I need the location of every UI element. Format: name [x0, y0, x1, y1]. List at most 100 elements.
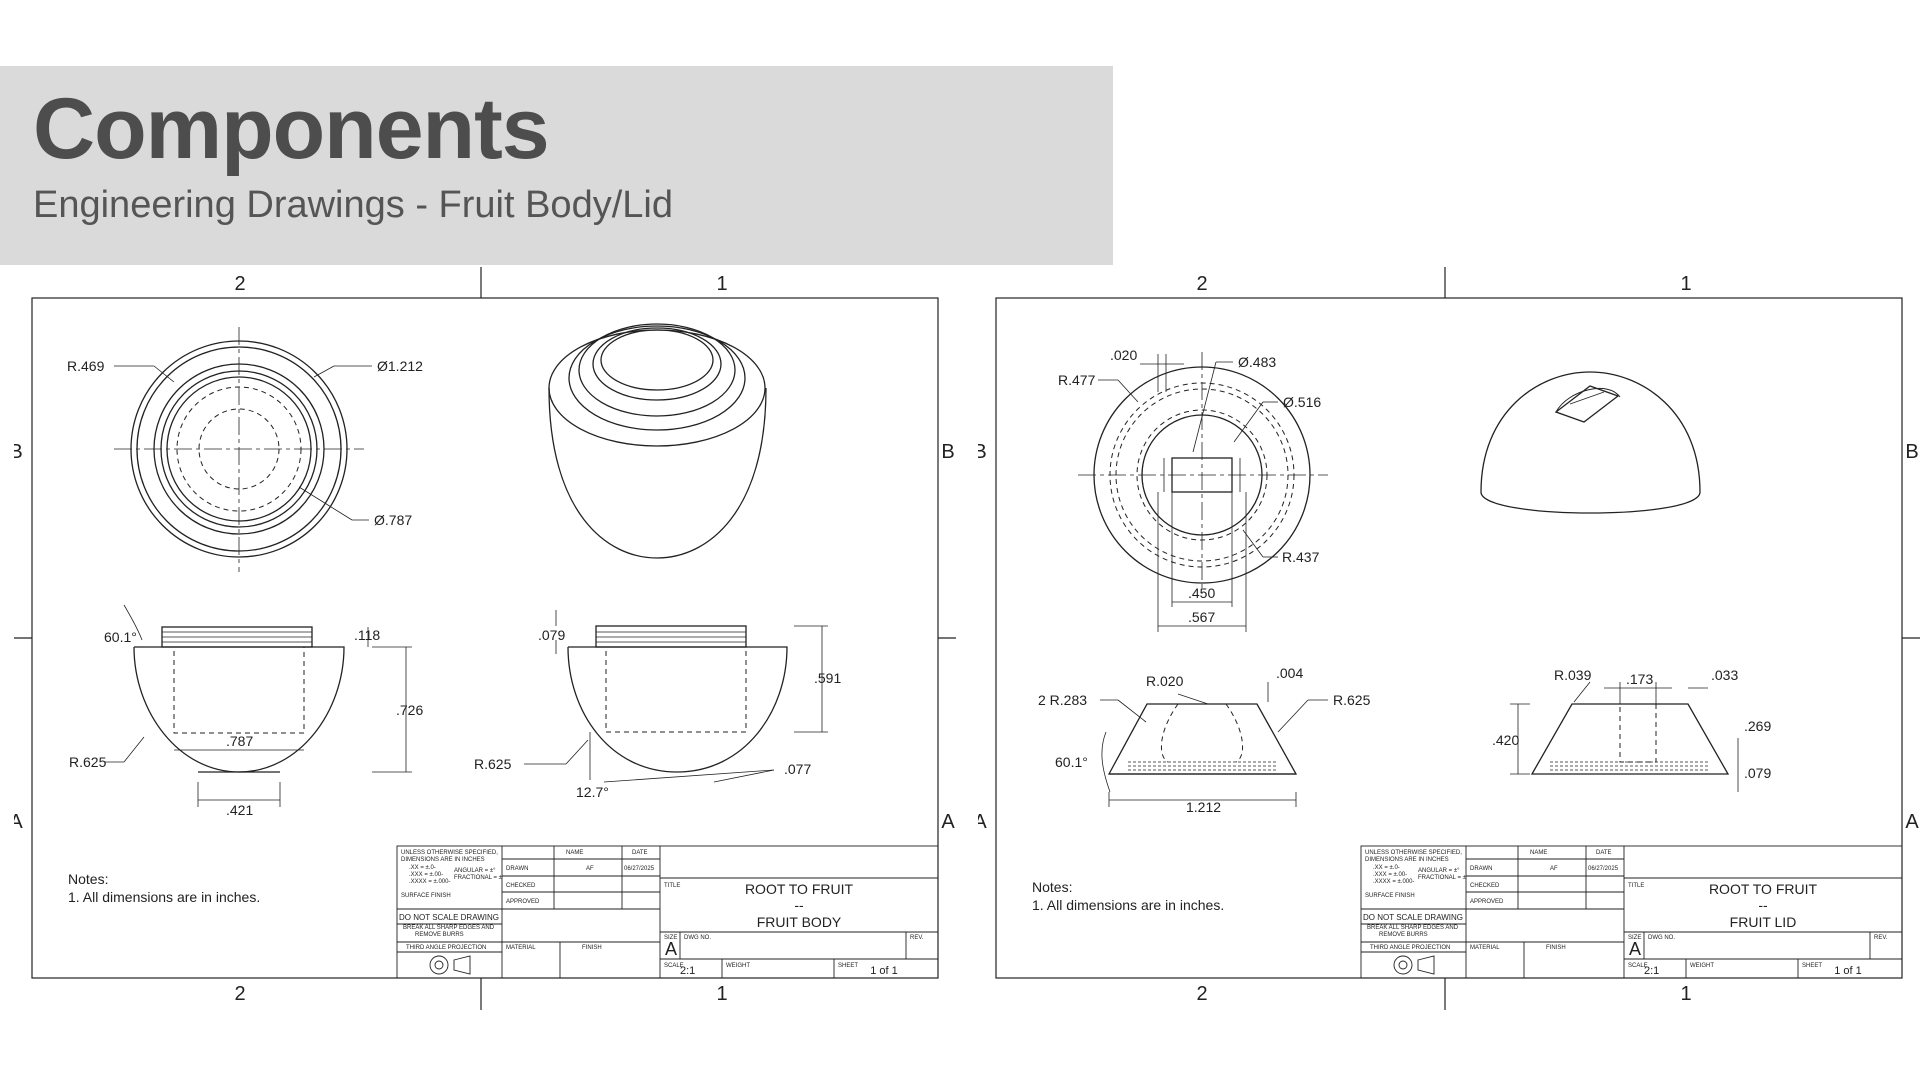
- dim-label: Ø.483: [1238, 354, 1276, 370]
- tb-tolerance: .XX = ±.0-: [409, 865, 436, 871]
- tb-tolerance: .XXXX = ±.000-: [409, 879, 450, 885]
- dim-label: R.625: [69, 754, 107, 770]
- zone-label: B: [1905, 441, 1918, 463]
- zone-label: 1: [716, 273, 727, 295]
- tb-drawn: DRAWN: [506, 866, 528, 872]
- tb-tolerance: ANGULAR = ±°: [454, 868, 496, 874]
- dim-label: 60.1°: [104, 629, 137, 645]
- dim-label: Ø1.212: [377, 358, 423, 374]
- zone-label: 1: [1680, 273, 1691, 295]
- dim-label: .173: [1626, 671, 1653, 687]
- zone-label: 2: [234, 273, 245, 295]
- lid-top-view: [1078, 352, 1328, 632]
- tb-title-line2: --: [1758, 897, 1768, 913]
- dim-label: .118: [354, 627, 380, 643]
- dim-label: Ø.516: [1283, 394, 1321, 410]
- tb-tolerance: .XXXX = ±.000-: [1373, 879, 1414, 885]
- lid-section-view: [1510, 681, 1739, 792]
- tb-tolerance: UNLESS OTHERWISE SPECIFIED,: [401, 850, 498, 856]
- dim-label: R.625: [1333, 692, 1371, 708]
- notes-heading: Notes:: [68, 871, 108, 887]
- projection-symbol-icon: [1393, 955, 1413, 975]
- drawing-sheet-fruit-lid: 2 1 2 1 B A B A .: [978, 267, 1920, 1010]
- lid-isometric-view: [1480, 371, 1701, 514]
- page-title: Components: [33, 81, 550, 177]
- zone-label: 2: [1196, 273, 1207, 295]
- dim-label: .787: [226, 733, 253, 749]
- dim-label: Ø.787: [374, 512, 412, 528]
- tb-drawn-date: 06/27/2025: [624, 866, 655, 872]
- tb-tolerance: SURFACE FINISH: [401, 893, 451, 899]
- dim-label: .421: [226, 802, 253, 818]
- tb-material: MATERIAL: [1470, 945, 1500, 951]
- tb-title-label: TITLE: [1628, 883, 1644, 889]
- tb-sheet-label: SHEET: [1802, 963, 1822, 969]
- tb-tolerance: DIMENSIONS ARE IN INCHES: [1365, 857, 1449, 863]
- zone-label: A: [941, 811, 955, 833]
- dim-label: R.020: [1146, 673, 1184, 689]
- dim-label: .079: [538, 627, 565, 643]
- tb-finish: FINISH: [582, 945, 602, 951]
- zone-label: B: [978, 441, 987, 463]
- tb-tolerance: DIMENSIONS ARE IN INCHES: [401, 857, 485, 863]
- tb-tolerance: .XXX = ±.00-: [409, 872, 443, 878]
- zone-label: A: [1905, 811, 1919, 833]
- dim-label: .269: [1744, 718, 1771, 734]
- tb-break-edges: BREAK ALL SHARP EDGES AND: [1367, 925, 1459, 931]
- tb-tolerance: .XXX = ±.00-: [1373, 872, 1407, 878]
- tb-size: A: [1629, 939, 1641, 959]
- tb-break-edges: REMOVE BURRS: [415, 932, 464, 938]
- tb-scale-label: SCALE: [1628, 963, 1648, 969]
- dim-label: R.625: [474, 756, 512, 772]
- title-block: [396, 845, 939, 979]
- dim-label: .420: [1492, 732, 1519, 748]
- tb-scale: 2:1: [680, 965, 695, 977]
- tb-col-date: DATE: [1596, 850, 1612, 856]
- tb-sheet-label: SHEET: [838, 963, 858, 969]
- page-subtitle: Engineering Drawings - Fruit Body/Lid: [33, 184, 673, 226]
- notes-line: 1. All dimensions are in inches.: [68, 889, 260, 905]
- section-view: [524, 610, 828, 783]
- notes-heading: Notes:: [1032, 879, 1072, 895]
- tb-tolerance: .XX = ±.0-: [1373, 865, 1400, 871]
- tb-tolerance: SURFACE FINISH: [1365, 893, 1415, 899]
- dim-label: .591: [814, 670, 841, 686]
- tb-title-line2: --: [794, 897, 804, 913]
- tb-title-line1: ROOT TO FRUIT: [1709, 881, 1818, 897]
- dim-label: .567: [1188, 609, 1215, 625]
- zone-label: 1: [1680, 983, 1691, 1005]
- tb-title-line1: ROOT TO FRUIT: [745, 881, 854, 897]
- tb-checked: CHECKED: [1470, 883, 1500, 889]
- tb-do-not-scale: DO NOT SCALE DRAWING: [399, 913, 499, 922]
- tb-weight-label: WEIGHT: [726, 963, 750, 969]
- tb-tolerance: FRACTIONAL = ±: [1418, 875, 1467, 881]
- dim-label: .020: [1110, 347, 1137, 363]
- tb-approved: APPROVED: [506, 899, 540, 905]
- top-view: [114, 327, 372, 572]
- tb-weight-label: WEIGHT: [1690, 963, 1714, 969]
- zone-label: A: [14, 811, 23, 833]
- tb-dwg-label: DWG NO.: [684, 935, 711, 941]
- tb-sheet: 1 of 1: [1834, 965, 1862, 977]
- tb-projection: THIRD ANGLE PROJECTION: [406, 945, 486, 951]
- tb-col-date: DATE: [632, 850, 648, 856]
- tb-approved: APPROVED: [1470, 899, 1504, 905]
- tb-tolerance: ANGULAR = ±°: [1418, 868, 1460, 874]
- zone-label: B: [941, 441, 954, 463]
- tb-tolerance: FRACTIONAL = ±: [454, 875, 503, 881]
- tb-break-edges: REMOVE BURRS: [1379, 932, 1428, 938]
- dim-label: .077: [784, 761, 811, 777]
- tb-col-name: NAME: [1530, 850, 1547, 856]
- dim-label: .450: [1188, 585, 1215, 601]
- dim-label: R.477: [1058, 372, 1096, 388]
- zone-label: 2: [234, 983, 245, 1005]
- tb-sheet: 1 of 1: [870, 965, 898, 977]
- tb-rev-label: REV.: [1874, 935, 1888, 941]
- front-view: [104, 604, 412, 807]
- dim-label: .004: [1276, 665, 1303, 681]
- dim-label: 1.212: [1186, 799, 1221, 815]
- tb-drawn-name: AF: [1550, 866, 1558, 872]
- zone-label: B: [14, 441, 23, 463]
- tb-projection: THIRD ANGLE PROJECTION: [1370, 945, 1450, 951]
- header-band: [0, 66, 1113, 265]
